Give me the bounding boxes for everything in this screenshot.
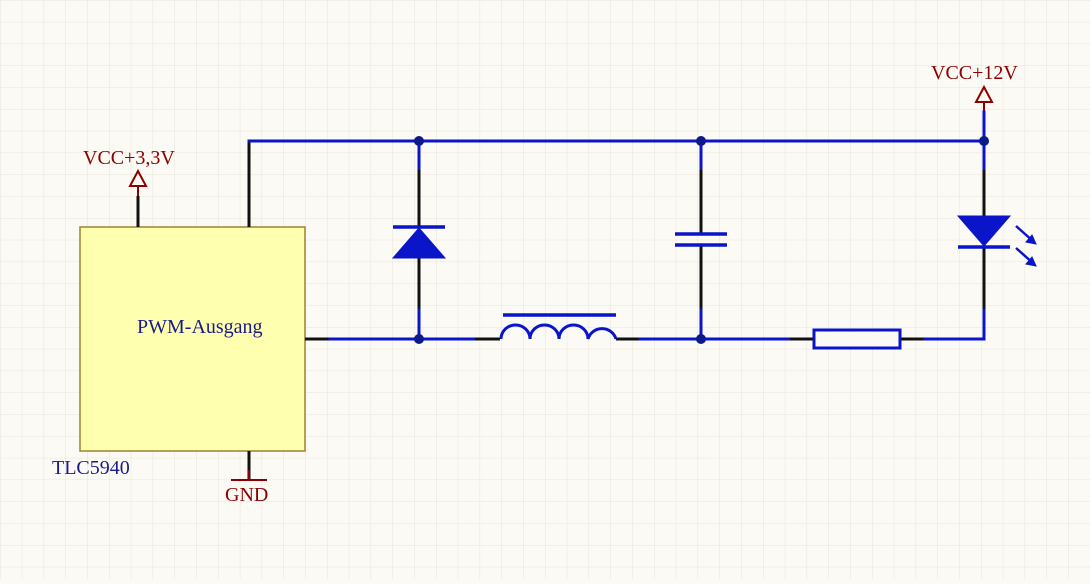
capacitor-icon[interactable] — [675, 232, 727, 247]
gnd-power-port[interactable] — [231, 470, 267, 481]
vcc-12v-power-port[interactable] — [974, 84, 994, 112]
junction-dot — [414, 136, 424, 146]
resistor-icon[interactable] — [812, 328, 902, 350]
vcc-3v3-label: VCC+3,3V — [83, 147, 175, 169]
junction-dot — [414, 334, 424, 344]
vcc-3v3-power-port[interactable] — [128, 168, 148, 196]
vcc-12v-label: VCC+12V — [931, 62, 1018, 84]
gnd-label: GND — [225, 484, 268, 506]
diode-icon[interactable] — [391, 225, 447, 259]
ic-designator: TLC5940 — [52, 457, 130, 479]
led-icon[interactable] — [956, 215, 1037, 267]
junction-dot — [696, 136, 706, 146]
tlc5940-ic[interactable] — [79, 226, 306, 452]
inductor-icon[interactable] — [499, 313, 618, 340]
junction-dot — [696, 334, 706, 344]
junction-dot — [979, 136, 989, 146]
pwm-output-pin-label: PWM-Ausgang — [137, 316, 263, 338]
